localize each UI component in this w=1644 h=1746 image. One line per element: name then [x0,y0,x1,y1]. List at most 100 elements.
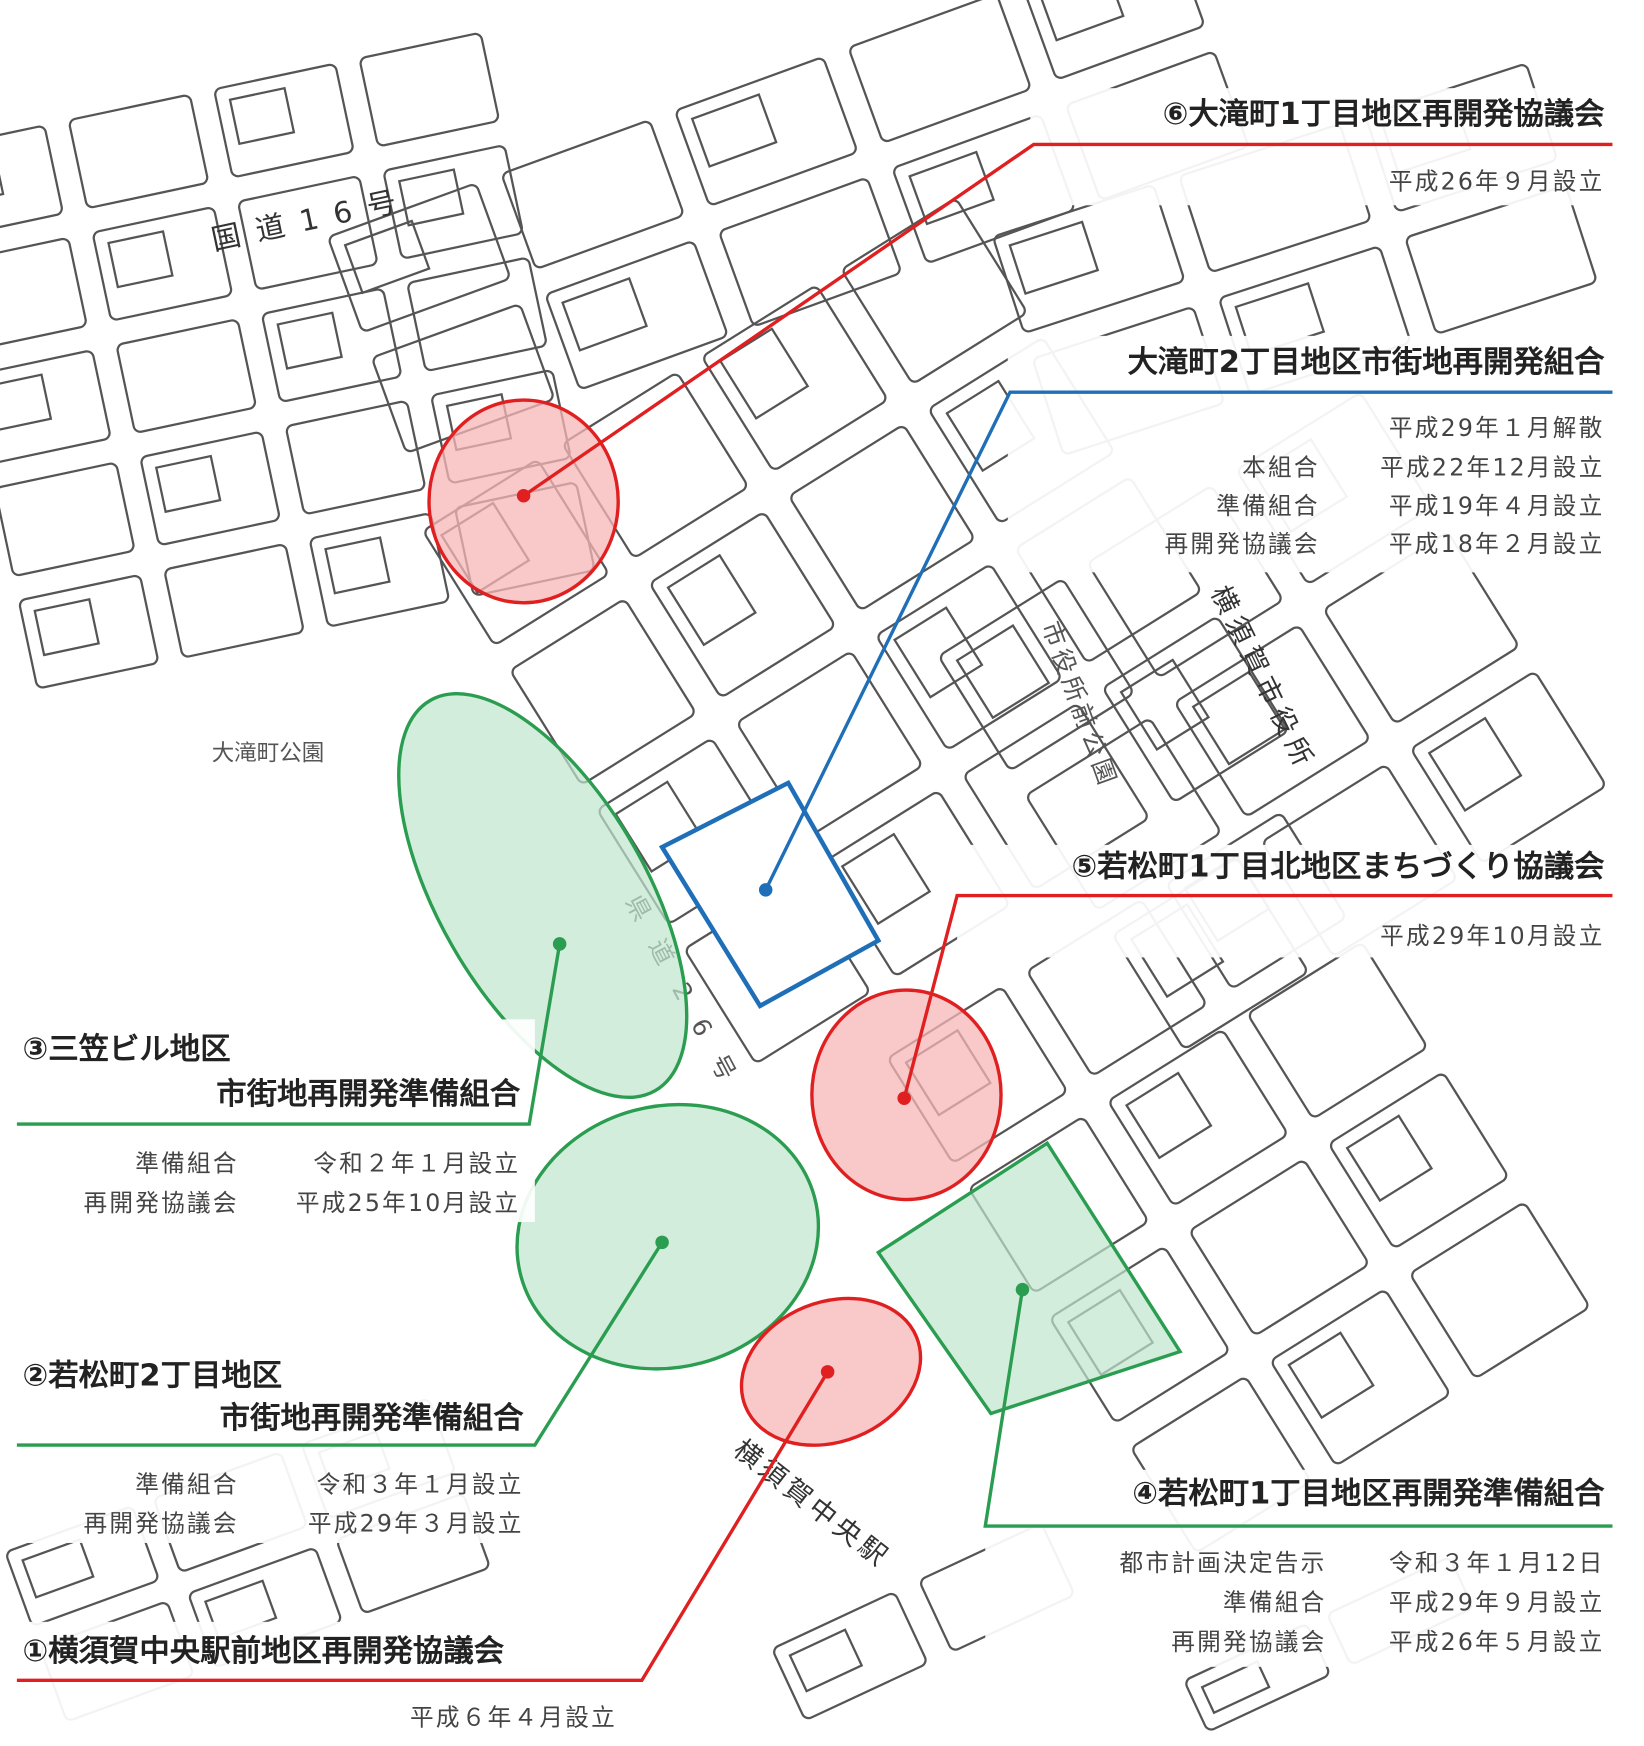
city-block [1411,1203,1589,1378]
city-block [116,319,257,433]
district-otaki2-date: 平成19年４月設立 [1389,492,1605,520]
building [1427,716,1523,812]
area-2-wakamatsu2[interactable] [487,1071,848,1402]
city-block [328,183,510,332]
city-block [1022,0,1204,79]
building [1200,1660,1271,1715]
district-otaki2-label: 再開発協議会 [1164,530,1319,558]
city-block [737,652,922,836]
district-otaki2-label: 準備組合 [1216,492,1320,520]
building [1345,1114,1434,1203]
building [561,276,648,352]
building [788,1628,864,1693]
leader-line-3 [16,943,562,1126]
district-otaki2-label: 本組合 [1242,454,1320,482]
district-2-date: 令和３年１月設立 [317,1470,524,1498]
district-6-title: ⑥大滝町1丁目地区再開発協議会 [1163,97,1606,132]
district-otaki2-date: 平成18年２月設立 [1389,530,1605,558]
city-block [939,579,1133,770]
district-otaki2-date: 平成22年12月設立 [1380,454,1604,482]
map-label-park-otaki: 大滝町公園 [212,740,325,766]
map-label-station: 横須賀中央駅 [728,1434,896,1575]
building [324,536,391,595]
city-block [0,462,135,577]
marker-3 [552,937,567,951]
building-block-group [0,32,595,689]
city-block [773,1592,927,1720]
building [840,832,932,926]
leader-line-1 [16,1370,830,1683]
district-1-date: 平成６年４月設立 [410,1703,617,1731]
district-3-date: 令和２年１月設立 [313,1149,520,1177]
city-block [1175,626,1369,816]
city-block [285,400,426,515]
district-4-label: 都市計画決定告示 [1119,1549,1326,1577]
building [154,454,222,514]
building [893,606,984,699]
city-block [511,600,695,784]
district-3-date: 平成25年10月設立 [296,1189,520,1217]
building [21,1538,95,1599]
district-2-label: 準備組合 [135,1470,239,1498]
city-block [877,565,1061,749]
building [666,553,757,647]
district-5-title: ⑤若松町1丁目北地区まちづくり協議会 [1071,849,1605,884]
leader-line-4 [983,1289,1613,1528]
district-3-title2: 市街地再開発準備組合 [216,1076,521,1112]
marker-4 [1015,1282,1030,1297]
city-block [993,185,1185,333]
city-block [1248,943,1427,1118]
district-3-title: ③三笠ビル地区 [23,1031,231,1067]
city-block [383,145,523,259]
district-2-date: 平成29年３月設立 [308,1510,524,1538]
city-block [92,206,233,321]
city-block [18,574,159,689]
building [908,150,996,226]
label-bg [985,1469,1616,1667]
district-otaki2-date: 平成29年１月解散 [1389,414,1605,442]
city-block [214,63,354,178]
map-label-park-cityhall: 市役所前公園 [1036,617,1123,792]
city-block [164,543,304,658]
city-block [0,237,87,352]
label-bg [1030,88,1616,206]
district-3-label: 準備組合 [135,1149,239,1177]
marker-6 [516,489,531,503]
building [397,168,465,227]
city-block [1405,186,1597,334]
label-bg [1007,335,1616,573]
leader-line-5 [902,893,1613,1099]
city-block [1329,1073,1508,1248]
district-otaki2-title: 大滝町2丁目地区市街地再開発組合 [1128,344,1606,380]
building [1287,1331,1375,1420]
building [1191,670,1287,766]
label-bg [11,1019,535,1223]
city-block [261,288,402,403]
building [1008,220,1100,296]
district-2-label: 再開発協議会 [83,1510,238,1538]
district-3-label: 再開発協議会 [83,1189,238,1217]
building [228,86,296,146]
city-block [849,0,1031,143]
city-block [68,94,209,209]
building [276,311,343,370]
city-block [790,425,974,610]
city-block [0,350,111,464]
building [343,219,431,295]
city-block [703,286,887,470]
district-2-title2: 市街地再開発準備組合 [220,1400,525,1436]
area-4-wakamatsu1[interactable] [875,1140,1183,1416]
building [33,598,100,657]
building [1037,0,1125,42]
district-4-label: 再開発協議会 [1171,1628,1326,1656]
city-block [675,57,857,206]
area-3-mikasa[interactable] [340,649,745,1143]
district-4-date: 平成29年９月設立 [1389,1589,1605,1617]
city-block [237,176,378,290]
city-block [1271,1290,1450,1465]
district-1-title: ①横須賀中央駅前地区再開発協議会 [23,1634,505,1669]
marker-2 [655,1235,669,1250]
city-block [0,125,63,240]
building [955,623,1051,720]
city-block [359,32,500,147]
